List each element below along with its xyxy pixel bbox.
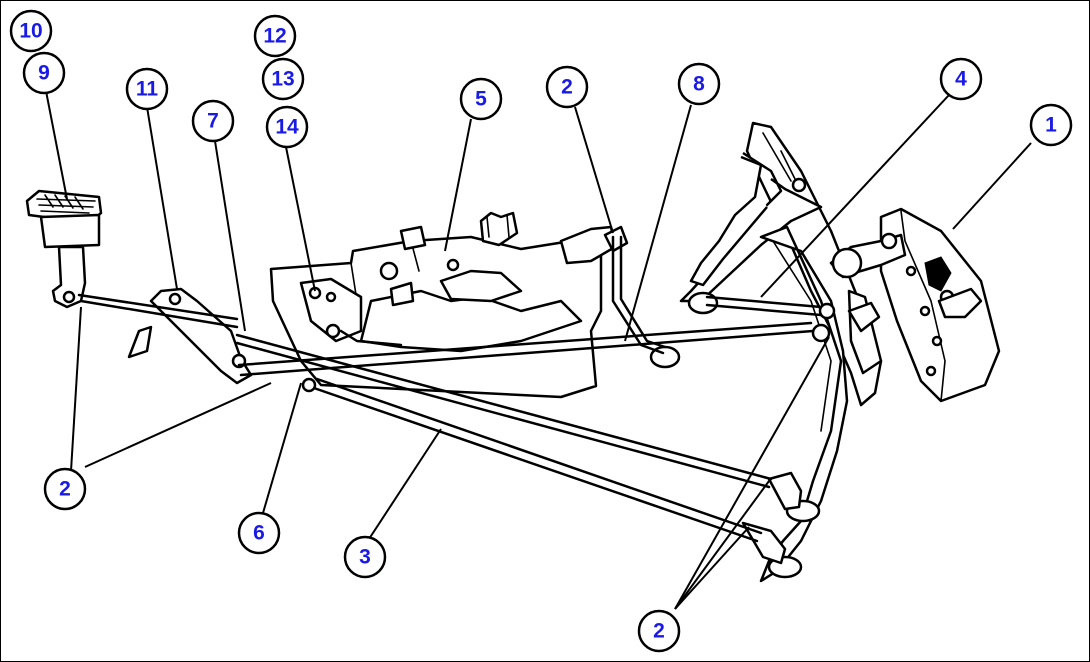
frame-rail: [679, 121, 883, 583]
callout-1: 1: [1029, 103, 1073, 147]
callout-10-label: 10: [19, 20, 42, 43]
callout-2-left-label: 2: [59, 478, 71, 501]
callout-14: 14: [265, 105, 309, 149]
callout-2-top-label: 2: [561, 76, 573, 99]
callout-5: 5: [459, 77, 503, 121]
callout-4-label: 4: [955, 68, 967, 91]
idler-bracket: [127, 287, 253, 385]
callout-3-label: 3: [359, 546, 371, 569]
callout-12: 12: [253, 14, 297, 58]
callout-9-label: 9: [38, 62, 50, 85]
callout-6-label: 6: [253, 522, 265, 545]
callout-9: 9: [22, 51, 66, 95]
callout-7-label: 7: [207, 110, 219, 133]
callout-7: 7: [191, 99, 235, 143]
callout-6: 6: [237, 511, 281, 555]
callout-1-label: 1: [1045, 114, 1057, 137]
callout-8-label: 8: [693, 73, 705, 96]
callout-5-label: 5: [475, 88, 487, 111]
callout-10: 10: [9, 9, 53, 53]
callout-11-label: 11: [136, 78, 159, 101]
leader-lines: [45, 90, 1032, 610]
callout-11: 11: [125, 67, 169, 111]
callout-13: 13: [261, 57, 305, 101]
callout-3: 3: [343, 535, 387, 579]
parts-drawing: [25, 121, 1001, 583]
callout-14-label: 14: [275, 116, 299, 139]
callout-4: 4: [939, 57, 983, 101]
callout-13-label: 13: [271, 68, 294, 91]
callout-2-top: 2: [545, 65, 589, 109]
callout-2-bottom: 2: [637, 609, 681, 653]
callout-8: 8: [677, 62, 721, 106]
pedal-assembly: [25, 189, 103, 309]
callout-12-label: 12: [263, 25, 286, 48]
callout-2-bottom-label: 2: [653, 620, 665, 643]
rod-ends: [649, 291, 881, 579]
callout-2-left: 2: [43, 467, 87, 511]
control-rods: [77, 235, 823, 543]
